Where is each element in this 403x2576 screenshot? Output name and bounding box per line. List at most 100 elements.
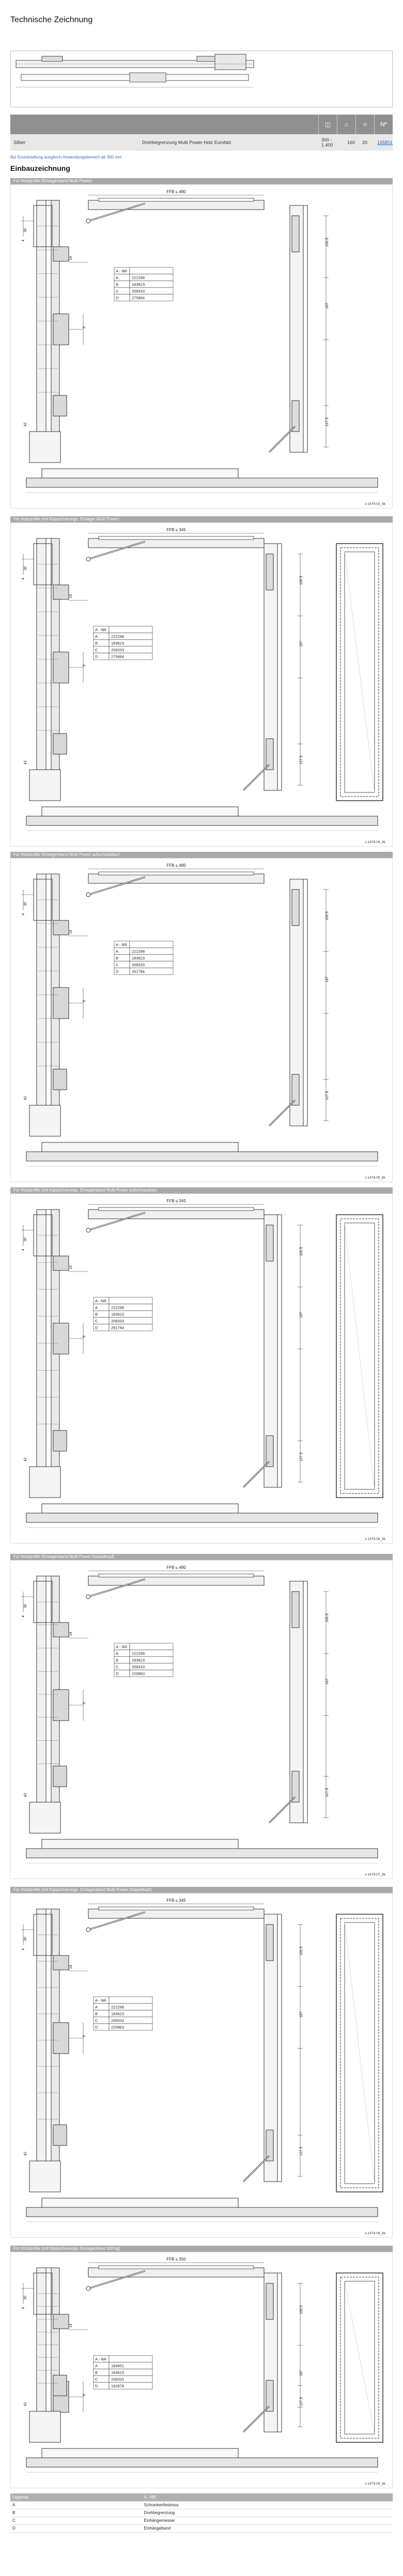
dimension-label: 6 <box>83 1335 86 1338</box>
part-number: 222298 <box>132 949 145 954</box>
part-number: 183623 <box>132 956 145 961</box>
dimension-label: 4 <box>22 578 25 580</box>
part-number: 222298 <box>111 1306 124 1310</box>
dimension-label: 30 <box>24 902 27 906</box>
part-key: B <box>95 2371 98 2375</box>
part-number: 220863 <box>132 1672 145 1676</box>
dimension-label: 6 <box>83 1000 86 1002</box>
legend-key: C <box>10 2517 142 2525</box>
spec-article-link[interactable]: 165801 <box>377 140 393 145</box>
part-key: D <box>95 655 98 659</box>
part-key: D <box>95 1326 98 1330</box>
section-heading: Für Holzprofile (Einlagenband Multi Powe… <box>10 1554 393 1560</box>
dimension-label: 6 <box>83 2394 86 2396</box>
part-key: B <box>116 1658 118 1663</box>
part-key: A <box>116 949 118 954</box>
dimension-label: 127.5 <box>326 1091 329 1100</box>
dimension-label: 100.5 <box>300 576 303 585</box>
dimension-label: 100.5 <box>300 1946 303 1955</box>
overview-drawing <box>10 51 393 107</box>
spec-value-1: 160 <box>347 140 355 145</box>
part-number: 275884 <box>111 655 124 659</box>
dimension-label: 30 <box>24 2296 27 2300</box>
dimension-label: 14 <box>69 2324 73 2328</box>
part-key: C <box>116 963 119 967</box>
drawing-code: z-1479-08_8k <box>365 2232 385 2235</box>
part-key: A - NR <box>95 1299 107 1303</box>
part-number: 220863 <box>111 2025 124 2030</box>
dimension-label: 187 <box>326 1678 329 1684</box>
part-key: D <box>95 2025 98 2030</box>
drawing-section: Für Holzprofile (Einlagenband Multi Powe… <box>10 178 393 508</box>
part-number: 208333 <box>111 648 124 653</box>
dimension-label: 127.5 <box>326 417 329 426</box>
ffb-dimension: FFB ≤ 345 <box>166 528 186 532</box>
part-key: A <box>95 634 98 639</box>
part-key: A - NR <box>116 1645 128 1649</box>
part-key: C <box>116 289 119 294</box>
dimension-label: 187 <box>326 303 329 309</box>
part-number: 222298 <box>132 1651 145 1656</box>
part-number: 183623 <box>111 641 124 646</box>
part-key: C <box>95 2018 98 2023</box>
dimension-label: 6 <box>83 664 86 666</box>
spec-range: 300 - 1.400 <box>321 137 333 148</box>
drawing-section: Für Holzprofile (mit Kippsicherungs, Ein… <box>10 1887 393 2238</box>
part-number: 208333 <box>111 2377 124 2382</box>
part-key: A <box>116 276 118 280</box>
part-key: D <box>95 2384 98 2389</box>
part-number: 208333 <box>132 289 145 294</box>
part-number: 183623 <box>111 2012 124 2016</box>
part-key: A - NR <box>95 2357 107 2362</box>
drawing-code: z-1479-09_8k <box>365 2482 385 2486</box>
dimension-label: 42 <box>24 422 27 426</box>
drawing-code: z-1479-07_8k <box>365 1873 385 1877</box>
part-key: D <box>116 969 119 974</box>
dimension-label: 127.5 <box>300 2146 303 2156</box>
dimension-label: 30 <box>24 566 27 570</box>
legend-header-code: A - NR <box>142 2493 393 2502</box>
dimension-label: 100.5 <box>300 1247 303 1256</box>
drawing-code: z-1479-04_8k <box>365 840 385 844</box>
dimension-label: 187 <box>300 2011 303 2017</box>
spec-color: Silber <box>13 140 26 145</box>
drawing-section: Für Holzprofile (mit Kippsicherungs, Ein… <box>10 1187 393 1544</box>
dimension-label: 42 <box>24 1457 27 1461</box>
part-key: A - NR <box>116 943 128 947</box>
part-number: 222298 <box>111 2005 124 2010</box>
dimension-label: 6 <box>83 326 86 328</box>
dimension-icon: ◫ <box>318 115 337 134</box>
section-subtitle: Einbauzeichnung <box>10 164 70 172</box>
part-number: 183623 <box>132 1658 145 1663</box>
drawing-code: z-1479-06_8k <box>365 1537 385 1541</box>
part-key: D <box>116 1672 119 1676</box>
home-icon: ⌂ <box>337 115 355 134</box>
part-number: 208333 <box>111 2018 124 2023</box>
dimension-label: 4 <box>22 1615 25 1617</box>
ffb-dimension: FFB ≤ 345 <box>166 1898 186 1903</box>
dimension-label: 100.5 <box>326 911 329 920</box>
dimension-label: 14 <box>69 1632 73 1636</box>
part-key: B <box>116 282 118 287</box>
dimension-label: 30 <box>24 1604 27 1608</box>
drawing-section: Für Holzprofile (mit Kippsicherungs, Ein… <box>10 516 393 847</box>
dimension-label: 4 <box>22 2307 25 2309</box>
drawing-code: z-1479-03_8k <box>365 502 385 506</box>
ffb-dimension: FFB ≤ 345 <box>166 1199 186 1203</box>
dimension-label: 4 <box>22 913 25 915</box>
part-key: B <box>95 641 98 646</box>
dimension-label: 6 <box>83 1702 86 1704</box>
part-key: A - NR <box>116 269 128 274</box>
dimension-label: 127.5 <box>300 1452 303 1461</box>
part-key: A <box>95 1306 98 1310</box>
part-number: 183623 <box>132 282 145 287</box>
drawing-section: Für Holzprofile (Einlagenband Multi Powe… <box>10 852 393 1182</box>
spec-row: Silber Drehbegrenzung Multi Power Holz E… <box>10 134 393 151</box>
